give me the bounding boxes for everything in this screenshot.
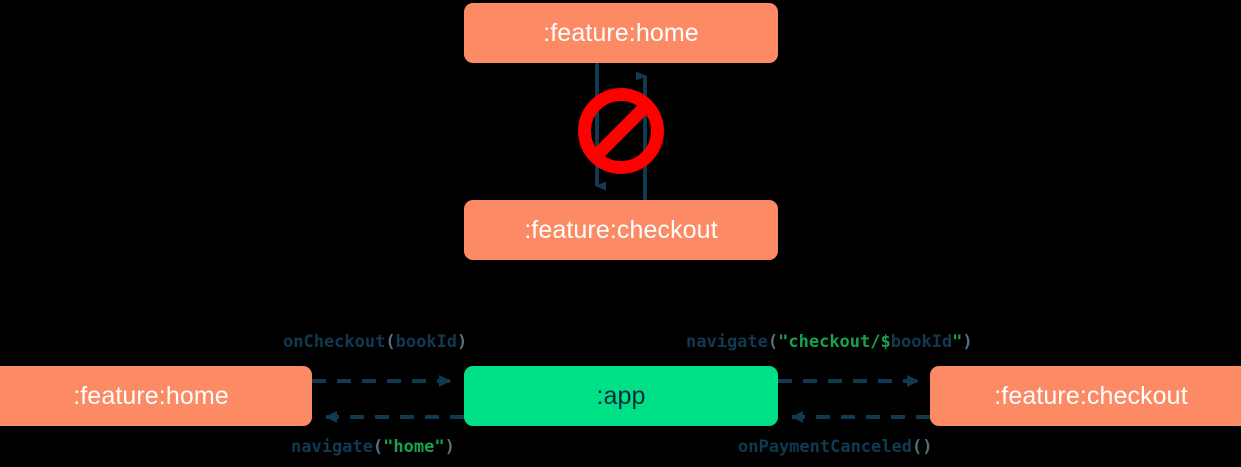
code-token-paren: ( bbox=[372, 437, 384, 457]
code-token-str: $ bbox=[880, 332, 891, 352]
code-token-str: " bbox=[952, 332, 963, 352]
code-token-paren: ( bbox=[385, 332, 396, 352]
node-feature-home-top[interactable]: :feature:home bbox=[464, 3, 778, 63]
code-token-str: "home" bbox=[383, 437, 445, 457]
edge-label-on-payment-canceled: onPaymentCanceled() bbox=[738, 437, 932, 457]
code-token-paren: ) bbox=[444, 437, 455, 457]
code-token-ident: bookId bbox=[395, 332, 458, 352]
code-token-fn: navigate bbox=[291, 437, 373, 457]
code-token-paren: ) bbox=[457, 332, 468, 352]
code-token-ident: bookId bbox=[890, 332, 953, 352]
node-feature-home-bottom[interactable]: :feature:home bbox=[0, 366, 312, 426]
node-app[interactable]: :app bbox=[464, 366, 778, 426]
edge-label-on-checkout: onCheckout(bookId) bbox=[283, 332, 467, 352]
code-token-paren: ( bbox=[767, 332, 779, 352]
code-token-paren: () bbox=[912, 437, 933, 457]
code-token-paren: ) bbox=[962, 332, 973, 352]
code-token-fn: navigate bbox=[686, 332, 768, 352]
node-feature-checkout-bottom[interactable]: :feature:checkout bbox=[930, 366, 1241, 426]
code-token-fn: onCheckout bbox=[283, 332, 386, 352]
edge-label-navigate-checkout: navigate("checkout/$bookId") bbox=[686, 332, 973, 352]
code-token-str: "checkout/ bbox=[778, 332, 881, 352]
prohibition-icon bbox=[578, 88, 664, 174]
edge-label-navigate-home: navigate("home") bbox=[291, 437, 455, 457]
code-token-fn: onPaymentCanceled bbox=[738, 437, 912, 457]
node-feature-checkout-top[interactable]: :feature:checkout bbox=[464, 200, 778, 260]
